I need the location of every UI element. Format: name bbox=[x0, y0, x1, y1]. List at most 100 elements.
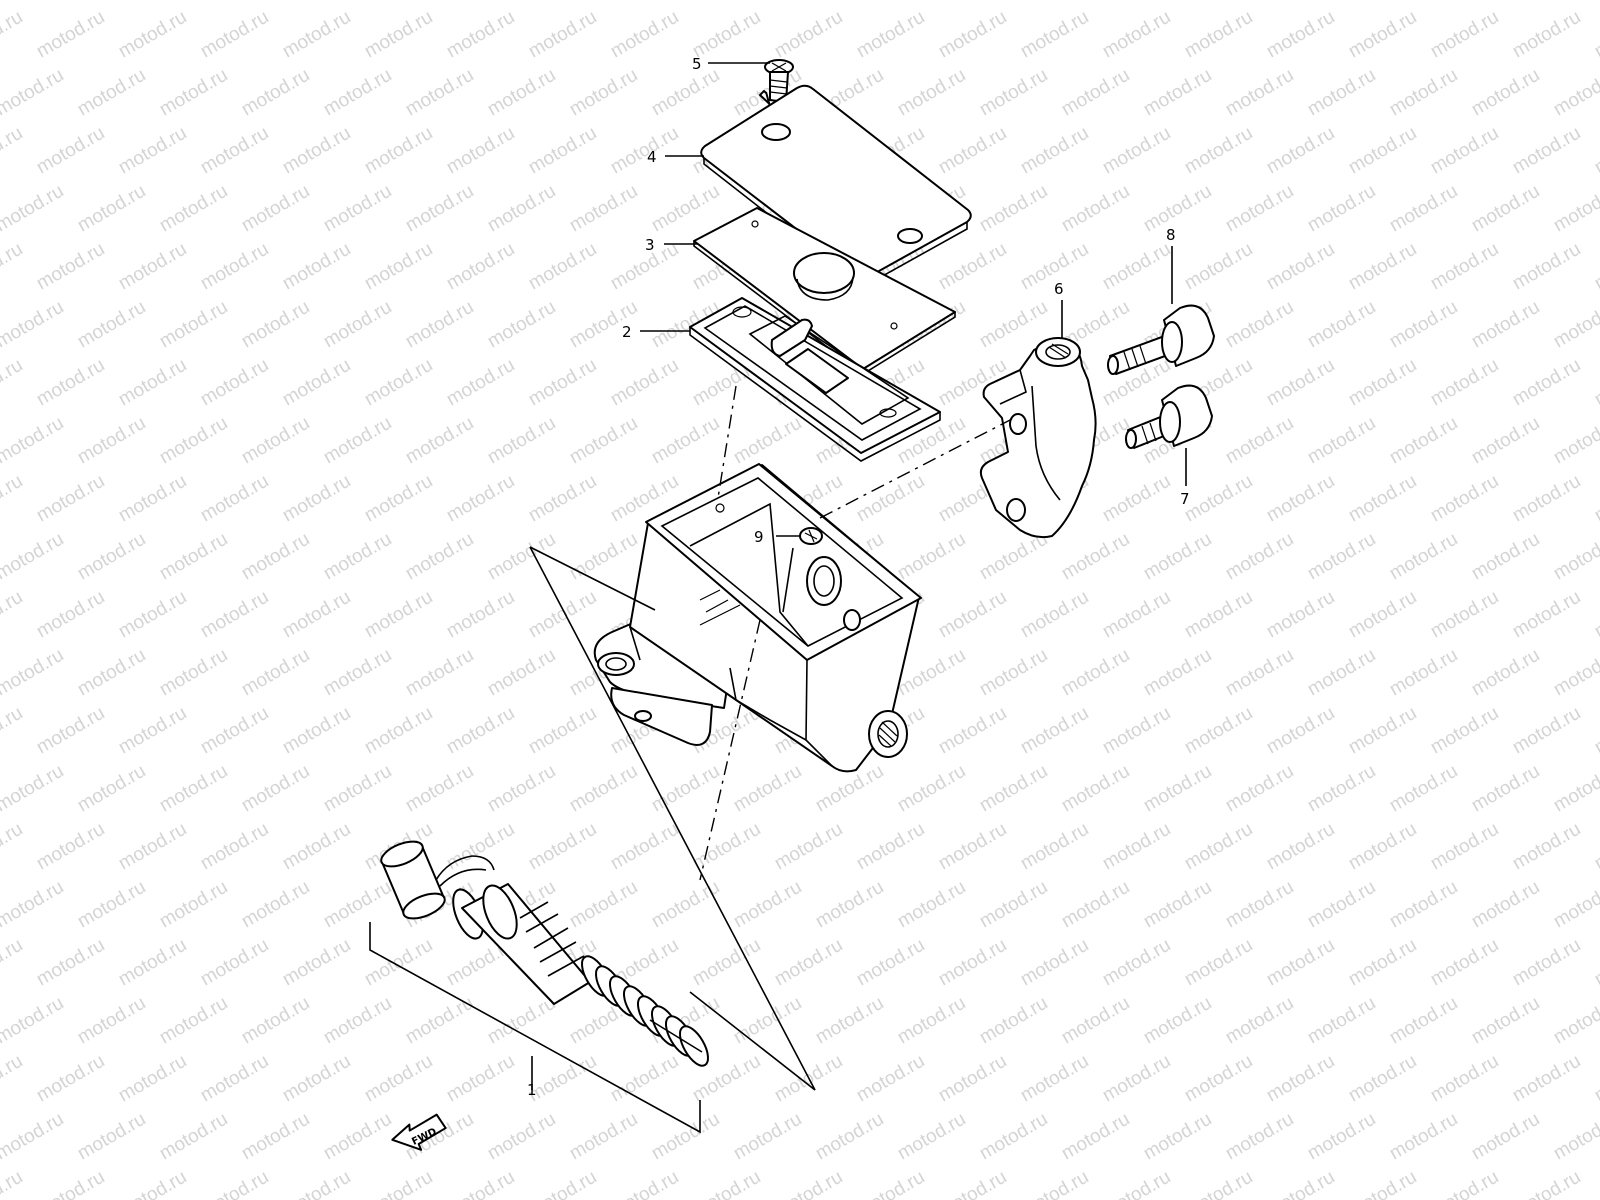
watermark-text: motod.ru bbox=[1140, 761, 1215, 817]
watermark-text: motod.ru bbox=[115, 819, 190, 875]
watermark-text: motod.ru bbox=[484, 413, 559, 469]
watermark-text: motod.ru bbox=[74, 645, 149, 701]
watermark-text: motod.ru bbox=[402, 761, 477, 817]
watermark-text: motod.ru bbox=[894, 761, 969, 817]
watermark-text: motod.ru bbox=[1058, 529, 1133, 585]
watermark-text: motod.ru bbox=[484, 645, 559, 701]
watermark-text: motod.ru bbox=[197, 471, 272, 527]
watermark-text: motod.ru bbox=[197, 123, 272, 179]
watermark-text: motod.ru bbox=[0, 471, 26, 527]
watermark-text: motod.ru bbox=[1345, 1167, 1420, 1200]
watermark-text: motod.ru bbox=[1058, 65, 1133, 121]
watermark-text: motod.ru bbox=[935, 819, 1010, 875]
watermark-text: motod.ru bbox=[484, 181, 559, 237]
watermark-text: motod.ru bbox=[935, 935, 1010, 991]
watermark-text: motod.ru bbox=[238, 65, 313, 121]
watermark-text: motod.ru bbox=[853, 1051, 928, 1107]
watermark-text: motod.ru bbox=[1058, 645, 1133, 701]
watermark-text: motod.ru bbox=[525, 471, 600, 527]
watermark-text: motod.ru bbox=[648, 761, 723, 817]
watermark-text: motod.ru bbox=[0, 761, 67, 817]
watermark-text: motod.ru bbox=[1591, 1051, 1600, 1107]
callout-1: 1 bbox=[527, 1081, 537, 1099]
watermark-text: motod.ru bbox=[238, 645, 313, 701]
watermark-text: motod.ru bbox=[1386, 645, 1461, 701]
watermark-text: motod.ru bbox=[1181, 239, 1256, 295]
watermark-text: motod.ru bbox=[320, 761, 395, 817]
watermark-text: motod.ru bbox=[156, 529, 231, 585]
watermark-text: motod.ru bbox=[238, 529, 313, 585]
watermark-text: motod.ru bbox=[1386, 181, 1461, 237]
watermark-text: motod.ru bbox=[279, 1051, 354, 1107]
watermark-text: motod.ru bbox=[1427, 471, 1502, 527]
watermark-text: motod.ru bbox=[33, 123, 108, 179]
watermark-text: motod.ru bbox=[1509, 587, 1584, 643]
watermark-text: motod.ru bbox=[156, 297, 231, 353]
watermark-text: motod.ru bbox=[607, 123, 682, 179]
watermark-text: motod.ru bbox=[1550, 1109, 1600, 1165]
watermark-text: motod.ru bbox=[443, 819, 518, 875]
watermark-text: motod.ru bbox=[238, 1109, 313, 1165]
watermark-text: motod.ru bbox=[976, 645, 1051, 701]
watermark-text: motod.ru bbox=[566, 65, 641, 121]
watermark-text: motod.ru bbox=[1181, 1051, 1256, 1107]
watermark-text: motod.ru bbox=[1304, 761, 1379, 817]
watermark-text: motod.ru bbox=[771, 7, 846, 63]
watermark-text: motod.ru bbox=[279, 123, 354, 179]
watermark-text: motod.ru bbox=[156, 1109, 231, 1165]
watermark-text: motod.ru bbox=[689, 1167, 764, 1200]
watermark-text: motod.ru bbox=[1304, 65, 1379, 121]
watermark-text: motod.ru bbox=[1427, 819, 1502, 875]
watermark-text: motod.ru bbox=[730, 761, 805, 817]
watermark-text: motod.ru bbox=[197, 239, 272, 295]
watermark-text: motod.ru bbox=[197, 1167, 272, 1200]
watermark-text: motod.ru bbox=[1222, 877, 1297, 933]
watermark-text: motod.ru bbox=[361, 123, 436, 179]
watermark-text: motod.ru bbox=[1058, 181, 1133, 237]
watermark-text: motod.ru bbox=[566, 1109, 641, 1165]
callout-2: 2 bbox=[622, 323, 632, 341]
watermark-text: motod.ru bbox=[1058, 877, 1133, 933]
watermark-text: motod.ru bbox=[238, 297, 313, 353]
watermark-text: motod.ru bbox=[853, 7, 928, 63]
watermark-text: motod.ru bbox=[156, 645, 231, 701]
watermark-text: motod.ru bbox=[525, 703, 600, 759]
watermark-text: motod.ru bbox=[1386, 0, 1461, 4]
watermark-text: motod.ru bbox=[525, 355, 600, 411]
watermark-text: motod.ru bbox=[279, 471, 354, 527]
watermark-text: motod.ru bbox=[361, 1167, 436, 1200]
watermark-text: motod.ru bbox=[1304, 181, 1379, 237]
watermark-text: motod.ru bbox=[976, 993, 1051, 1049]
watermark-text: motod.ru bbox=[238, 993, 313, 1049]
watermark-text: motod.ru bbox=[853, 471, 928, 527]
watermark-text: motod.ru bbox=[320, 645, 395, 701]
watermark-text: motod.ru bbox=[1017, 819, 1092, 875]
watermark-text: motod.ru bbox=[279, 355, 354, 411]
watermark-text: motod.ru bbox=[1140, 993, 1215, 1049]
watermark-text: motod.ru bbox=[1591, 123, 1600, 179]
part-1-master-cylinder-body bbox=[593, 463, 922, 773]
watermark-text: motod.ru bbox=[1304, 993, 1379, 1049]
watermark-text: motod.ru bbox=[402, 181, 477, 237]
watermark-text: motod.ru bbox=[1222, 761, 1297, 817]
watermark-text: motod.ru bbox=[197, 819, 272, 875]
watermark-text: motod.ru bbox=[1468, 0, 1543, 4]
watermark-text: motod.ru bbox=[1550, 645, 1600, 701]
watermark-text: motod.ru bbox=[115, 1167, 190, 1200]
watermark-text: motod.ru bbox=[0, 7, 26, 63]
watermark-text: motod.ru bbox=[1591, 703, 1600, 759]
watermark-text: motod.ru bbox=[894, 0, 969, 4]
watermark-text: motod.ru bbox=[1468, 181, 1543, 237]
watermark-text: motod.ru bbox=[812, 877, 887, 933]
watermark-text: motod.ru bbox=[1427, 7, 1502, 63]
watermark-text: motod.ru bbox=[853, 935, 928, 991]
watermark-text: motod.ru bbox=[402, 993, 477, 1049]
watermark-text: motod.ru bbox=[279, 1167, 354, 1200]
watermark-text: motod.ru bbox=[1181, 7, 1256, 63]
watermark-text: motod.ru bbox=[361, 7, 436, 63]
watermark-text: motod.ru bbox=[197, 355, 272, 411]
watermark-text: motod.ru bbox=[1468, 413, 1543, 469]
watermark-text: motod.ru bbox=[1427, 587, 1502, 643]
watermark-text: motod.ru bbox=[74, 993, 149, 1049]
watermark-text: motod.ru bbox=[443, 703, 518, 759]
